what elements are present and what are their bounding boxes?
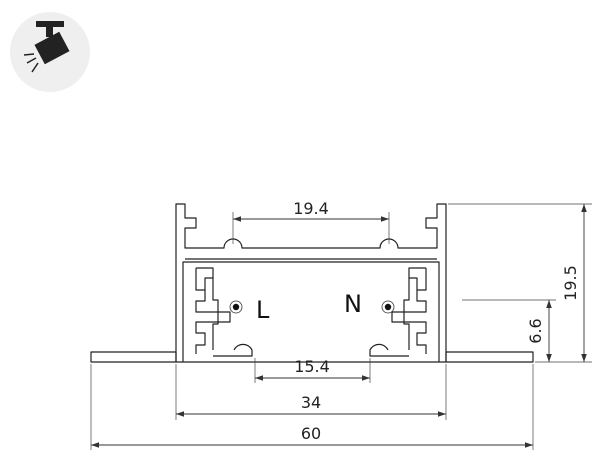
neutral-label: N xyxy=(344,290,362,318)
contact-height-label: 6.6 xyxy=(526,318,545,343)
inner-bottom-width-label: 15.4 xyxy=(294,357,330,376)
track-profile xyxy=(90,203,534,363)
live-label: L xyxy=(256,296,270,324)
live-contact-dot xyxy=(232,303,240,311)
dimension-height: 19.5 xyxy=(448,203,592,363)
left-flange xyxy=(90,351,177,363)
neutral-contact-dot xyxy=(384,303,392,311)
inner-top-width-label: 19.4 xyxy=(293,199,329,218)
dimension-inner-bottom: 15.4 xyxy=(254,357,371,383)
track-spotlight-icon xyxy=(10,12,90,92)
dimension-inner-top: 19.4 xyxy=(232,199,390,244)
dimension-contact-height: 6.6 xyxy=(462,299,556,362)
right-flange xyxy=(445,351,534,363)
body-outline xyxy=(175,203,447,363)
overall-width-label: 60 xyxy=(301,424,321,443)
dimension-overall: 60 xyxy=(90,364,534,450)
height-label: 19.5 xyxy=(561,265,580,301)
dimension-body: 34 xyxy=(175,364,447,420)
body-width-label: 34 xyxy=(301,393,321,412)
